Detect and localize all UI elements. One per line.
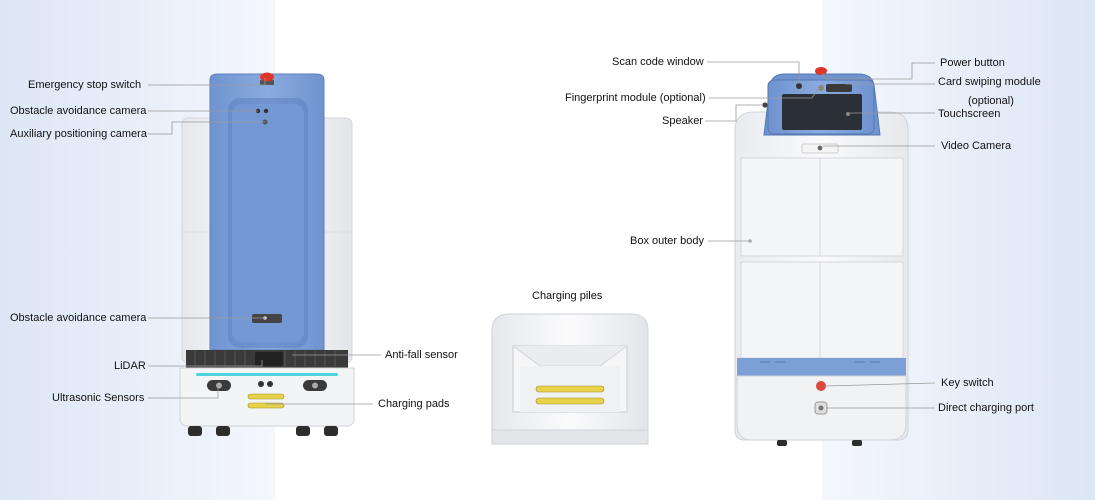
label-video-camera: Video Camera [941, 140, 1012, 152]
label-card-swiping-optional: (optional) [968, 95, 1014, 107]
label-emergency-stop-switch: Emergency stop switch [28, 79, 142, 91]
label-anti-fall-sensor: Anti-fall sensor [385, 349, 458, 361]
label-obstacle-avoidance-camera-top: Obstacle avoidance camera [10, 105, 147, 117]
label-auxiliary-positioning-camera: Auxiliary positioning camera [10, 128, 147, 140]
label-touchscreen: Touchscreen [938, 108, 1001, 120]
label-box-outer-body: Box outer body [630, 235, 704, 247]
label-charging-pads: Charging pads [378, 398, 450, 410]
label-charging-piles: Charging piles [532, 290, 603, 302]
right-delivery-robot [734, 67, 909, 446]
left-leader-lines [148, 78, 381, 405]
left-delivery-robot [179, 72, 355, 436]
label-direct-charging-port: Direct charging port [938, 402, 1034, 414]
label-power-button: Power button [940, 57, 1005, 69]
label-fingerprint-module: Fingerprint module (optional) [565, 92, 706, 104]
label-lidar: LiDAR [114, 360, 146, 372]
right-leader-lines [705, 61, 936, 409]
label-obstacle-avoidance-camera-bottom: Obstacle avoidance camera [10, 312, 147, 324]
label-scan-code-window: Scan code window [612, 56, 704, 68]
label-key-switch: Key switch [941, 377, 994, 389]
label-speaker: Speaker [662, 115, 703, 127]
label-card-swiping-module: Card swiping module [938, 76, 1041, 88]
charging-pile [491, 313, 649, 445]
label-ultrasonic-sensors: Ultrasonic Sensors [52, 392, 145, 404]
